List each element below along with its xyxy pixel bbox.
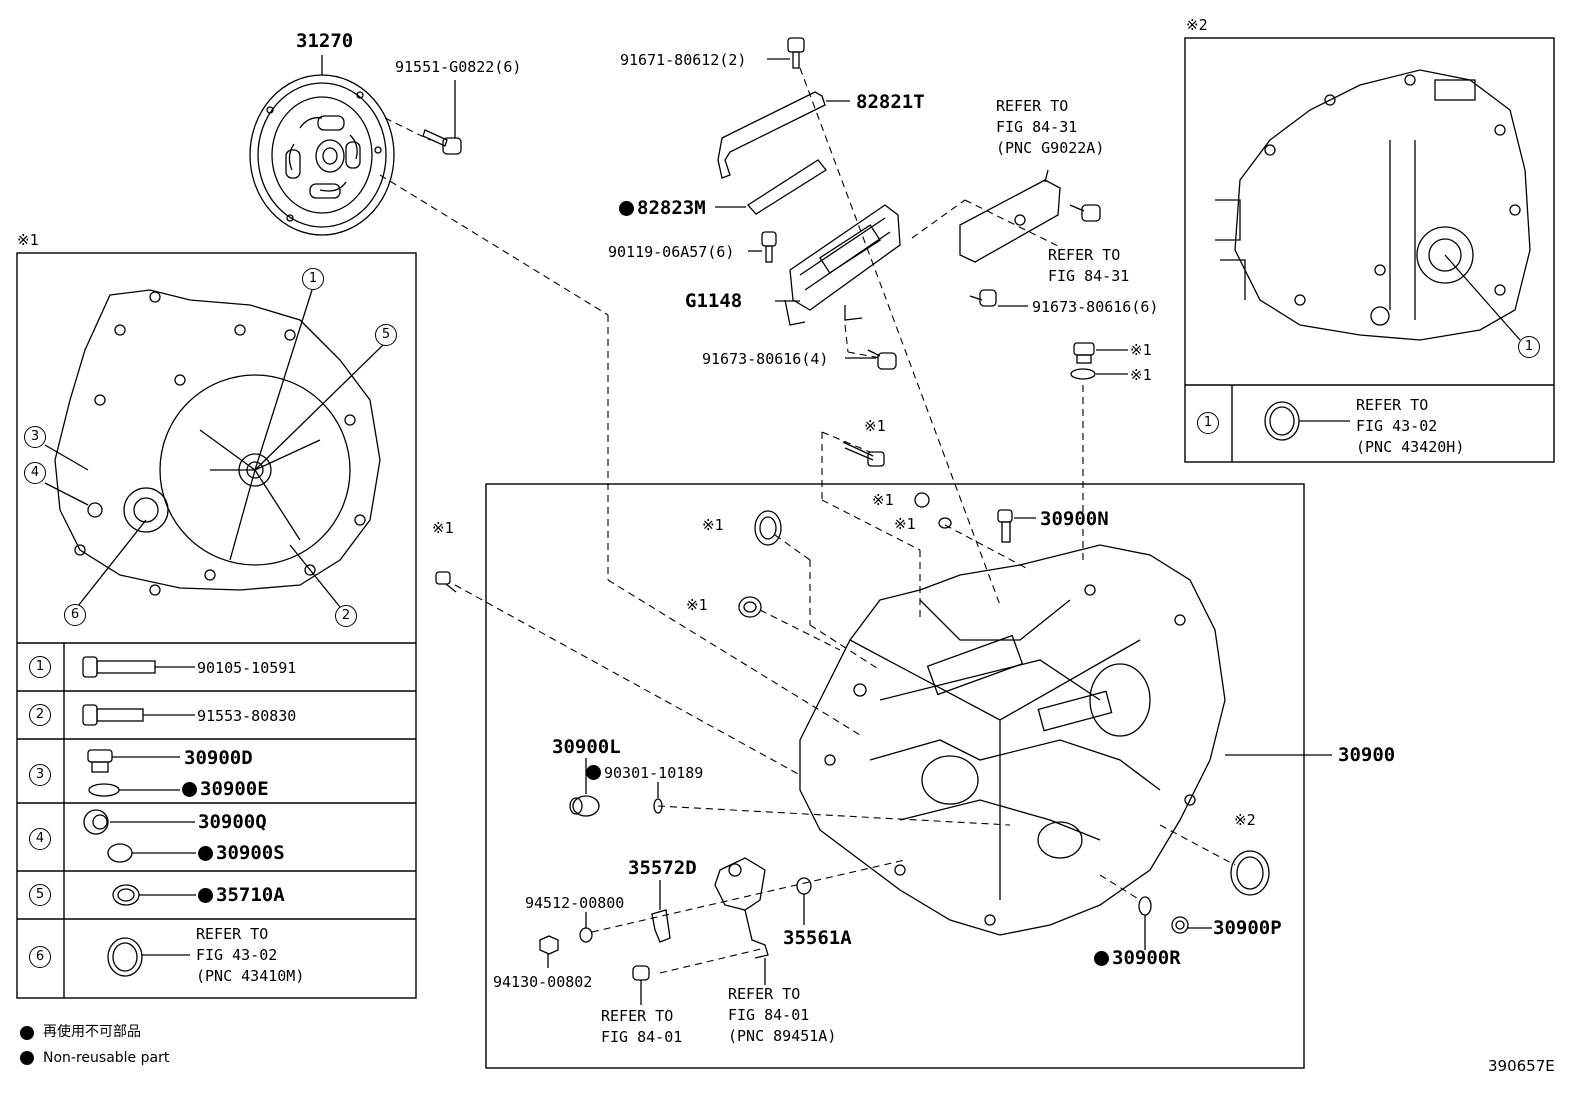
plug-30900l [569, 795, 600, 817]
part-30900l: 30900L [552, 736, 621, 758]
neutral-start-switch [714, 857, 769, 959]
part-90301: 90301-10189 [586, 765, 703, 781]
inset1-callout-2: 2 [335, 605, 357, 627]
table1-idx-5: 5 [29, 884, 51, 906]
bolt-84-01 [632, 965, 650, 981]
mark-bolt-left: ※1 [432, 519, 454, 537]
mark-bolt: ※1 [864, 417, 886, 435]
table1-part-30900d: 30900D [184, 747, 253, 769]
legend-dot [20, 1026, 34, 1040]
non-reusable-dot [198, 888, 213, 903]
part-94130: 94130-00802 [493, 973, 593, 991]
non-reusable-dot [182, 782, 197, 797]
ref-84-01: REFER TO FIG 84-01 [601, 1007, 683, 1046]
part-91671: 91671-80612(2) [620, 51, 747, 69]
table1-part-30900e: 30900E [182, 779, 269, 799]
sensor-35572d [651, 909, 671, 943]
table2-idx-1: 1 [1197, 412, 1219, 434]
plug-30900n [997, 509, 1013, 543]
bracket-bolt [787, 37, 805, 69]
gasket [747, 159, 827, 215]
bolt-6a57 [761, 231, 777, 263]
part-31270: 31270 [296, 30, 354, 52]
table1-idx-3: 3 [29, 764, 51, 786]
part-91673-6: 91673-80616(6) [1032, 298, 1159, 316]
table1-part-30900q: 30900Q [198, 811, 267, 833]
table1-idx-2: 2 [29, 704, 51, 726]
table1-idx-4: 4 [29, 828, 51, 850]
table1-idx-6: 6 [29, 946, 51, 968]
part-91673-4: 91673-80616(4) [702, 350, 829, 368]
inset2-callout-1: 1 [1518, 336, 1540, 358]
non-reusable-dot [1094, 951, 1109, 966]
legend-dot [20, 1051, 34, 1065]
non-reusable-dot [619, 201, 634, 216]
table1-part-91553: 91553-80830 [197, 707, 297, 725]
clutch-cover-assembly [249, 74, 395, 236]
mark-oring: ※1 [894, 515, 916, 533]
part-30900: 30900 [1338, 744, 1396, 766]
non-reusable-dot [198, 846, 213, 861]
drain-plug [1070, 342, 1096, 380]
inset1-callout-3: 3 [24, 426, 46, 448]
bolt-80616-6 [969, 289, 997, 307]
part-30900p: 30900P [1213, 917, 1282, 939]
bracket [717, 91, 826, 179]
mark-seal-2: ※2 [1234, 811, 1256, 829]
transaxle-case [799, 544, 1226, 936]
part-90119: 90119-06A57(6) [608, 243, 735, 261]
table1-part-30900s: 30900S [198, 843, 285, 863]
inset1-housing [54, 289, 381, 596]
inset1-mark: ※1 [17, 231, 39, 249]
diagram-id: 390657E [1488, 1057, 1555, 1075]
table2-ref-43420h: REFER TO FIG 43-02 (PNC 43420H) [1356, 396, 1465, 456]
ref-g9022a: REFER TO FIG 84-31 (PNC G9022A) [996, 97, 1105, 157]
g1148-unit [784, 204, 901, 326]
ref-84-31: REFER TO FIG 84-31 [1048, 246, 1130, 285]
part-30900r: 30900R [1094, 948, 1181, 968]
part-82823m: 82823M [619, 198, 706, 218]
part-35572d: 35572D [628, 857, 697, 879]
inset1-part-graphics [82, 656, 196, 977]
inset1-callout-1: 1 [302, 268, 324, 290]
legend-en: Non-reusable part [43, 1050, 170, 1066]
table1-part-90105: 90105-10591 [197, 659, 297, 677]
bolt-80616-4 [867, 349, 897, 370]
part-g1148: G1148 [685, 290, 743, 312]
mark-cap: ※1 [872, 491, 894, 509]
mark-seal2: ※1 [686, 596, 708, 614]
non-reusable-dot [586, 765, 601, 780]
inset2-frame [1184, 37, 1555, 463]
table1-ref-43410m: REFER TO FIG 43-02 (PNC 43410M) [196, 925, 305, 985]
main-assembly-frame [485, 483, 1305, 1069]
table1-idx-1: 1 [29, 656, 51, 678]
inset1-frame [16, 252, 417, 999]
clutch-bolt [422, 129, 462, 155]
inset1-callout-4: 4 [24, 462, 46, 484]
part-91551: 91551-G0822(6) [395, 58, 522, 76]
legend-ja: 再使用不可部品 [43, 1024, 141, 1040]
nut-00802 [539, 935, 559, 955]
ref-89451a: REFER TO FIG 84-01 (PNC 89451A) [728, 985, 837, 1045]
inset2-mark: ※2 [1186, 16, 1208, 34]
part-94512: 94512-00800 [525, 894, 625, 912]
mark-washer: ※1 [1130, 366, 1152, 384]
part-35561a: 35561A [783, 927, 852, 949]
inset1-callout-5: 5 [375, 324, 397, 346]
part-82821t: 82821T [856, 91, 925, 113]
plug-30900p [1171, 916, 1189, 934]
inset1-callout-6: 6 [64, 604, 86, 626]
table1-part-35710a: 35710A [198, 885, 285, 905]
mark-plug: ※1 [1130, 341, 1152, 359]
sensor-cover [959, 169, 1061, 263]
inset2-housing [1215, 69, 1531, 341]
part-30900n: 30900N [1040, 508, 1109, 530]
mark-seal1: ※1 [702, 516, 724, 534]
